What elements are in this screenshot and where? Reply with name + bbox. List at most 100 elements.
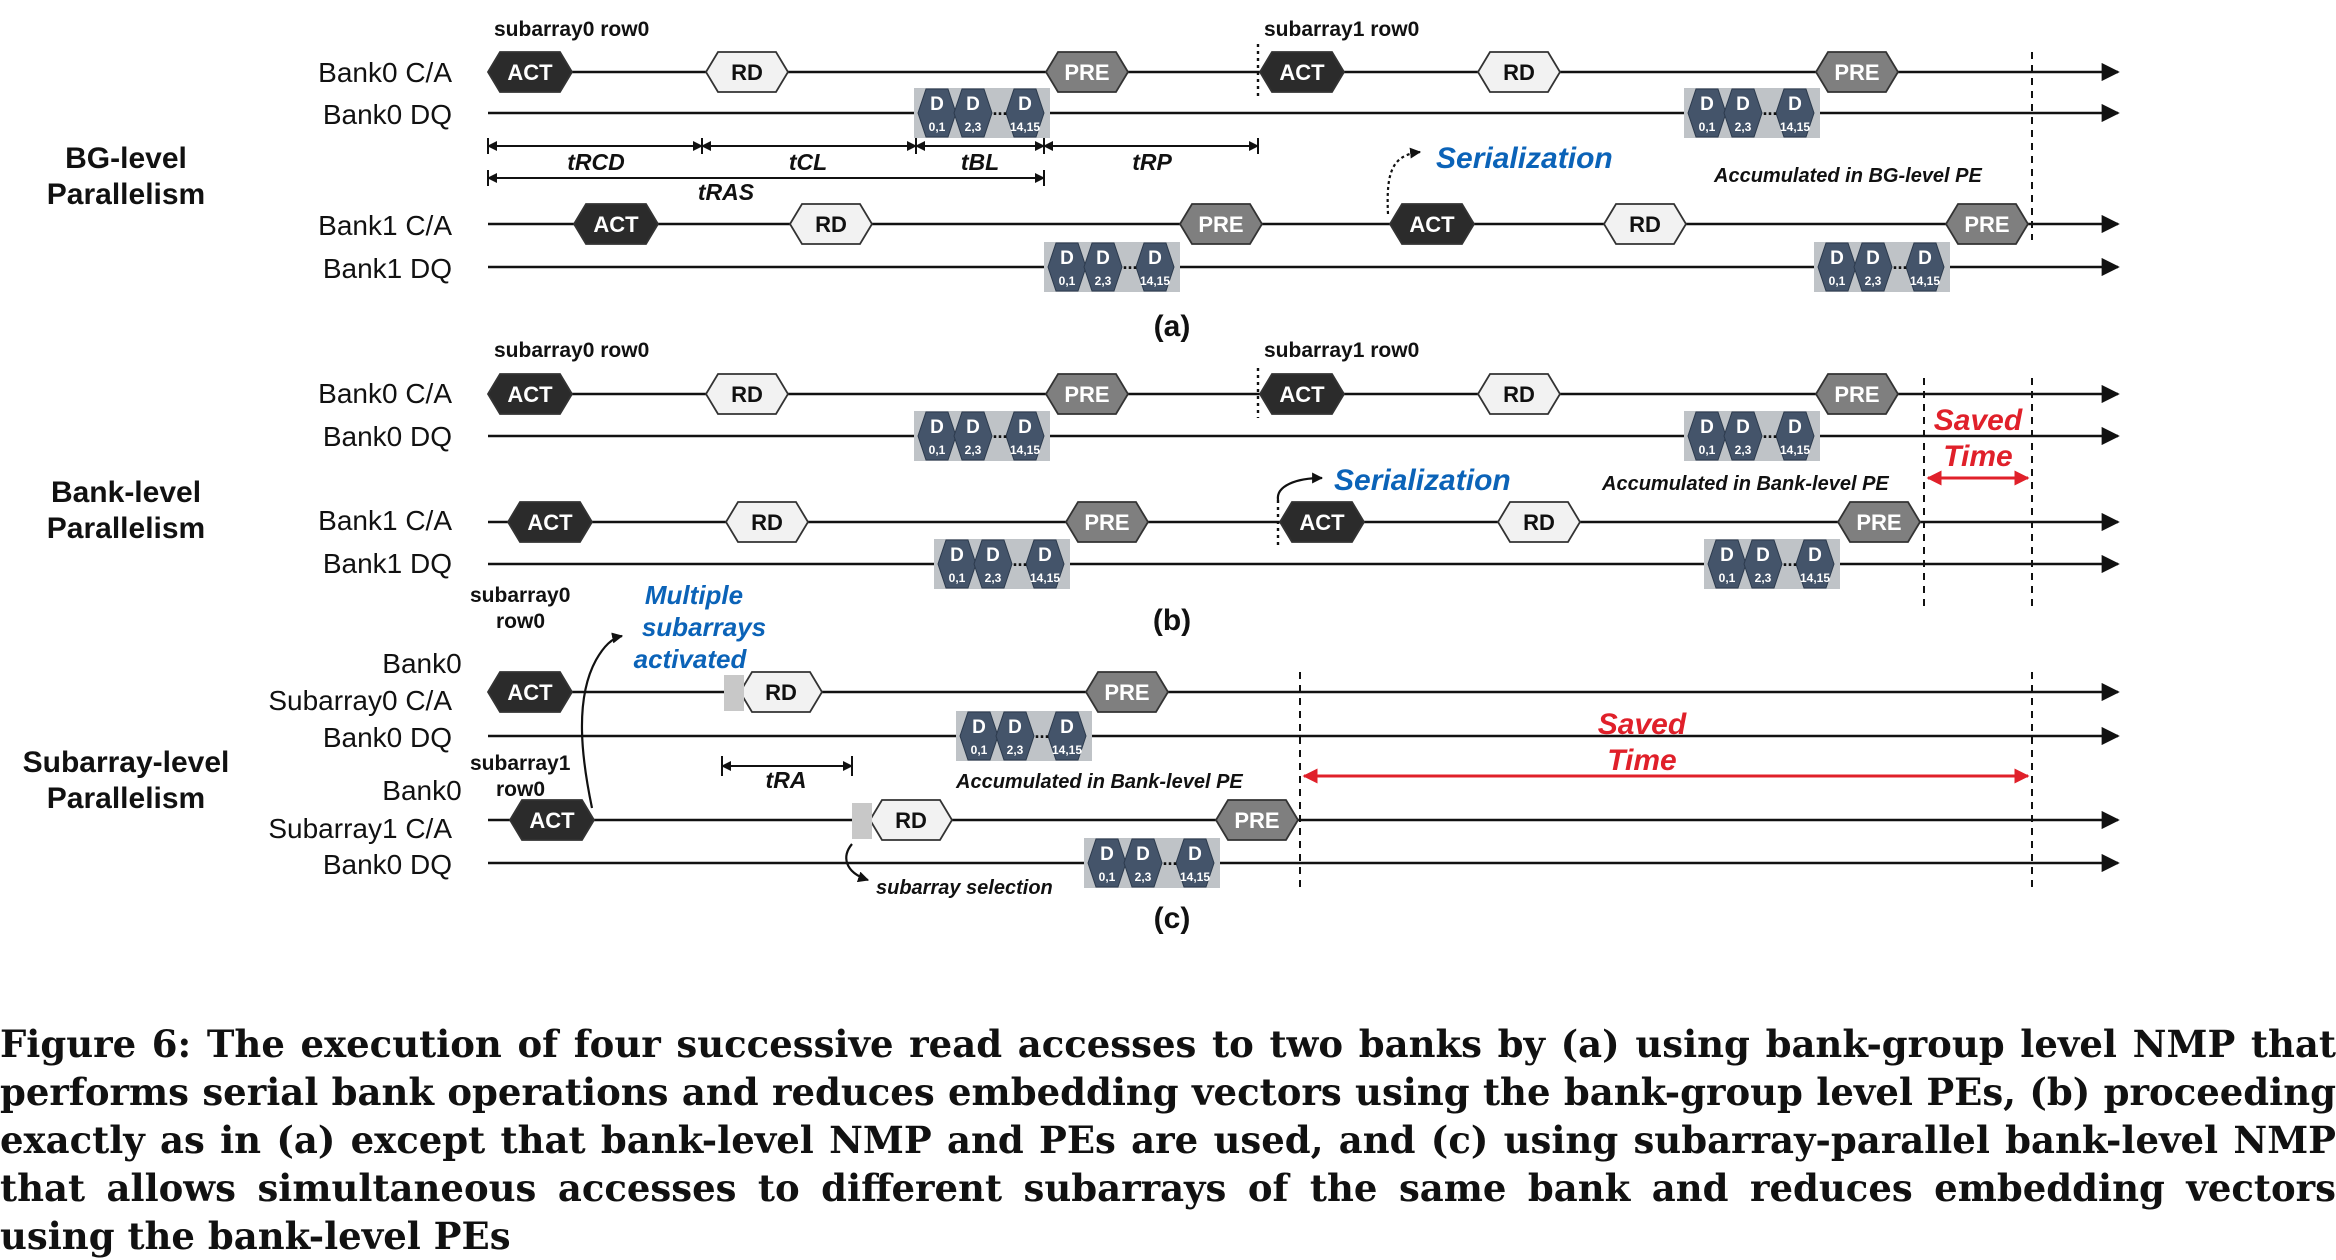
c-s1-pre-box	[1214, 799, 1300, 841]
c-s0-burst-d2-sub: 14,15	[1052, 743, 1082, 757]
b-serialization-arrow	[1276, 472, 1324, 501]
b-b1-burst2-d0-label: D	[1720, 545, 1734, 566]
b-b0-burst2-d2-hex	[1775, 411, 1815, 461]
a-b0-act2-box	[1258, 51, 1346, 93]
b-b1-burst2-d1-label: D	[1756, 545, 1770, 566]
b-b0-burst1-d2-sub: 14,15	[1010, 443, 1040, 457]
panel-label-b: (b)	[1153, 604, 1191, 637]
c-multiple-line1: Multiple	[645, 580, 743, 610]
legend-line1-term-2: PRE	[967, 956, 1014, 960]
a-b1-burst1-ellipsis: ...	[1122, 253, 1137, 273]
a-b1-burst1-d2-hex	[1135, 242, 1175, 292]
b-b1-burst2-d1-sub: 2,3	[1755, 571, 1772, 585]
a-b0-act1-box	[486, 51, 574, 93]
a-b0-act2-label: ACT	[1279, 60, 1325, 85]
a-accum-label: Accumulated in BG-level PE	[1713, 165, 1983, 187]
c-s1-select-block	[852, 803, 872, 839]
c-s0-burst-d1-hex	[995, 711, 1035, 761]
b-b1-burst2-d1-hex	[1743, 539, 1783, 589]
b-saved-label: Saved	[1934, 404, 2023, 437]
c-subarray1-label: subarray1	[470, 752, 571, 775]
c-s0-act-label: ACT	[507, 680, 553, 705]
signal-a-bank0-ca: Bank0 C/A	[318, 57, 452, 88]
a-b0-burst1-d0-hex	[917, 88, 957, 138]
a-b1-burst1-d1-label: D	[1096, 248, 1110, 269]
c-s0-burst-d1-label: D	[1008, 717, 1022, 738]
c-s1-burst-d2-sub: 14,15	[1180, 870, 1210, 884]
b-b1-burst1-d0-label: D	[950, 545, 964, 566]
b-b0-burst1-d1-label: D	[966, 417, 980, 438]
a-b1-rd1-box	[788, 203, 874, 245]
a-b1-burst1-d2-sub: 14,15	[1140, 274, 1170, 288]
b-b1-burst2-d2-sub: 14,15	[1800, 571, 1830, 585]
signal-c-subarray1-ca: Subarray1 C/A	[268, 813, 452, 844]
signal-b-bank0-ca: Bank0 C/A	[318, 378, 452, 409]
b-b0-burst1-d1-sub: 2,3	[965, 443, 982, 457]
c-s1-burst-d0-sub: 0,1	[1099, 870, 1116, 884]
b-b1-burst1-d1-hex	[973, 539, 1013, 589]
signal-b-bank0-dq: Bank0 DQ	[323, 421, 452, 452]
a-b0-burst1-d0-sub: 0,1	[929, 120, 946, 134]
b-b0-burst1-d2-hex	[1005, 411, 1045, 461]
c-s1-burst-ellipsis: ...	[1162, 849, 1177, 869]
b-b1-act2-label: ACT	[1299, 510, 1345, 535]
a-b1-burst2-d2-sub: 14,15	[1910, 274, 1940, 288]
b-time-label: Time	[1943, 440, 2012, 473]
panel-label-c: (c)	[1154, 902, 1191, 935]
a-b1-burst2-d2-label: D	[1918, 248, 1932, 269]
signal-c-bank0-dq-0: Bank0 DQ	[323, 722, 452, 753]
c-s1-burst-d2-hex	[1175, 838, 1215, 888]
c-s1-burst-d0-label: D	[1100, 844, 1114, 865]
c-s0-burst-d1-sub: 2,3	[1007, 743, 1024, 757]
c-s1-burst-d1-hex	[1123, 838, 1163, 888]
legend-line1-desc-0: : row activation signal,	[363, 956, 596, 960]
a-b1-burst2-d1-sub: 2,3	[1865, 274, 1882, 288]
a-b0-burst1-d0-label: D	[930, 94, 944, 115]
a-b1-act2-label: ACT	[1409, 212, 1455, 237]
a-trp-label: tRP	[1132, 149, 1172, 175]
signal-c-bank0-top: Bank0	[382, 648, 461, 679]
b-b0-burst2-d1-sub: 2,3	[1735, 443, 1752, 457]
b-b1-burst1-d1-sub: 2,3	[985, 571, 1002, 585]
b-b1-rd2-box	[1496, 501, 1582, 543]
a-b0-rd1-box	[704, 51, 790, 93]
signal-a-bank0-dq: Bank0 DQ	[323, 99, 452, 130]
a-b1-burst1-d0-sub: 0,1	[1059, 274, 1076, 288]
a-b1-rd1-label: RD	[815, 212, 847, 237]
a-b1-rd2-box	[1602, 203, 1688, 245]
figure-caption: Figure 6: The execution of four successi…	[0, 1022, 2336, 1258]
b-b1-burst1-d0-hex	[937, 539, 977, 589]
legend-line1: ACT: row activation signal, RD: read (co…	[316, 956, 1130, 960]
b-b0-act1-label: ACT	[507, 382, 553, 407]
b-b0-act1-box	[486, 373, 574, 415]
section-title-2-line2: Parallelism	[47, 782, 205, 815]
a-b1-burst1-d1-sub: 2,3	[1095, 274, 1112, 288]
b-b1-burst1-d2-label: D	[1038, 545, 1052, 566]
b-b0-burst1-d1-hex	[953, 411, 993, 461]
b-b1-pre2-box	[1836, 501, 1922, 543]
a-b1-pre2-box	[1944, 203, 2030, 245]
c-saved-label: Saved	[1598, 708, 1687, 741]
a-b0-burst1-d2-sub: 14,15	[1010, 120, 1040, 134]
b-b0-burst1-d2-label: D	[1018, 417, 1032, 438]
c-multiple-arrow	[580, 632, 624, 809]
c-s1-burst-d1-sub: 2,3	[1135, 870, 1152, 884]
a-b0-pre1-box	[1044, 51, 1130, 93]
a-b1-burst2-d0-sub: 0,1	[1829, 274, 1846, 288]
a-b1-burst2-d2-hex	[1905, 242, 1945, 292]
b-b0-burst2-d1-label: D	[1736, 417, 1750, 438]
b-b1-rd2-label: RD	[1523, 510, 1555, 535]
b-b0-pre2-box	[1814, 373, 1900, 415]
c-tra-label: tRA	[766, 767, 807, 793]
a-serialization-label: Serialization	[1436, 142, 1613, 175]
b-b0-burst2-d2-label: D	[1788, 417, 1802, 438]
c-selection-label: subarray selection	[876, 877, 1053, 899]
section-title-0-line1: BG-level	[65, 142, 187, 175]
a-b0-pre1-label: PRE	[1064, 60, 1109, 85]
c-s0-act-box	[486, 671, 574, 713]
c-s0-burst-d2-label: D	[1060, 717, 1074, 738]
a-tcl-label: tCL	[789, 149, 827, 175]
c-s0-burst-d0-hex	[959, 711, 999, 761]
b-b0-rd1-label: RD	[731, 382, 763, 407]
c-s0-burst-d0-label: D	[972, 717, 986, 738]
